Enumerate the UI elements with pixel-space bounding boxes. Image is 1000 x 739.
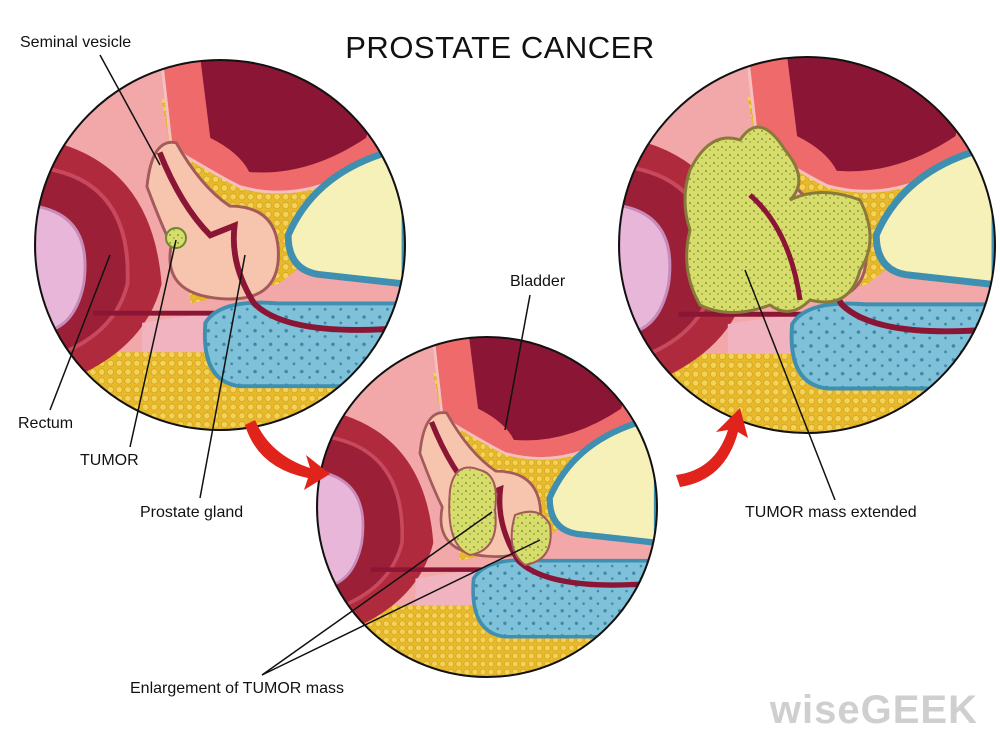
- watermark-logo: wiseGEEK: [769, 688, 978, 732]
- arrow-right-up-icon: [676, 408, 748, 487]
- tumor-enlarged: [448, 466, 552, 567]
- circle-enlarged-stage: [316, 336, 658, 678]
- leader-lines: [49, 54, 836, 676]
- label-bladder: Bladder: [510, 273, 566, 290]
- arrow-right-down-icon: [245, 420, 330, 490]
- circle-normal-stage: [34, 59, 406, 431]
- progression-arrows: [245, 408, 748, 490]
- circle-extended-stage: [618, 56, 996, 434]
- label-enlargement: Enlargement of TUMOR mass: [130, 680, 344, 697]
- page-title: PROSTATE CANCER: [345, 30, 655, 65]
- label-prostate-gland: Prostate gland: [140, 504, 244, 521]
- label-seminal-vesicle: Seminal vesicle: [20, 34, 132, 51]
- label-rectum: Rectum: [18, 415, 74, 432]
- label-tumor: TUMOR: [80, 452, 139, 469]
- label-tumor-extended: TUMOR mass extended: [745, 504, 917, 521]
- tumor-small: [165, 227, 187, 249]
- tumor-extended: [683, 125, 872, 314]
